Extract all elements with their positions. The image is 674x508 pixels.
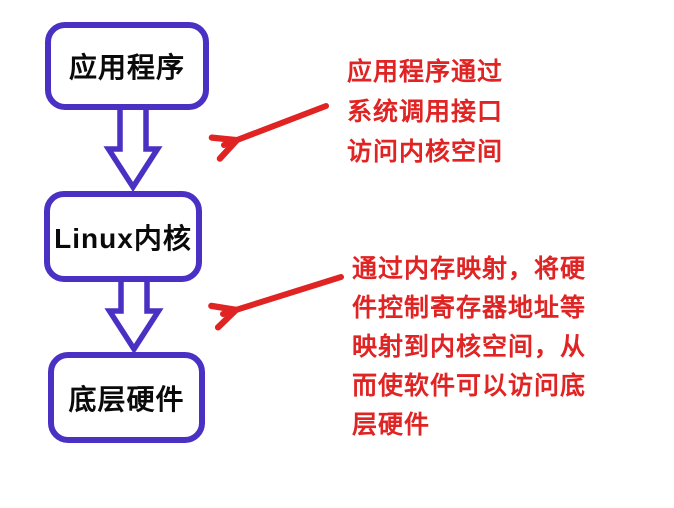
annotation-line: 访问内核空间 (347, 138, 504, 166)
annotation-line: 系统调用接口 (347, 98, 504, 126)
node-application: 应用程序 (45, 22, 209, 110)
annotation-line: 层硬件 (352, 411, 431, 439)
annotation-arrow-syscall-icon (208, 103, 329, 162)
annotation-arrow-mmap-icon (208, 274, 344, 331)
annotation-line: 映射到内核空间，从 (352, 333, 587, 361)
annotation-line: 应用程序通过 (347, 58, 504, 86)
node-linux-kernel: Linux内核 (44, 191, 202, 282)
annotation-mmap-note: 通过内存映射，将硬 件控制寄存器地址等 映射到内核空间，从 而使软件可以访问底 … (352, 250, 586, 445)
node-hardware: 底层硬件 (48, 352, 205, 443)
annotation-line: 件控制寄存器地址等 (352, 294, 587, 322)
flow-arrow-app-to-kernel-icon (103, 101, 163, 193)
flow-arrow-kernel-to-hw-icon (104, 272, 164, 355)
annotation-line: 通过内存映射，将硬 (352, 255, 587, 283)
annotation-syscall-note: 应用程序通过 系统调用接口 访问内核空间 (347, 52, 503, 172)
annotation-line: 而使软件可以访问底 (352, 372, 587, 400)
